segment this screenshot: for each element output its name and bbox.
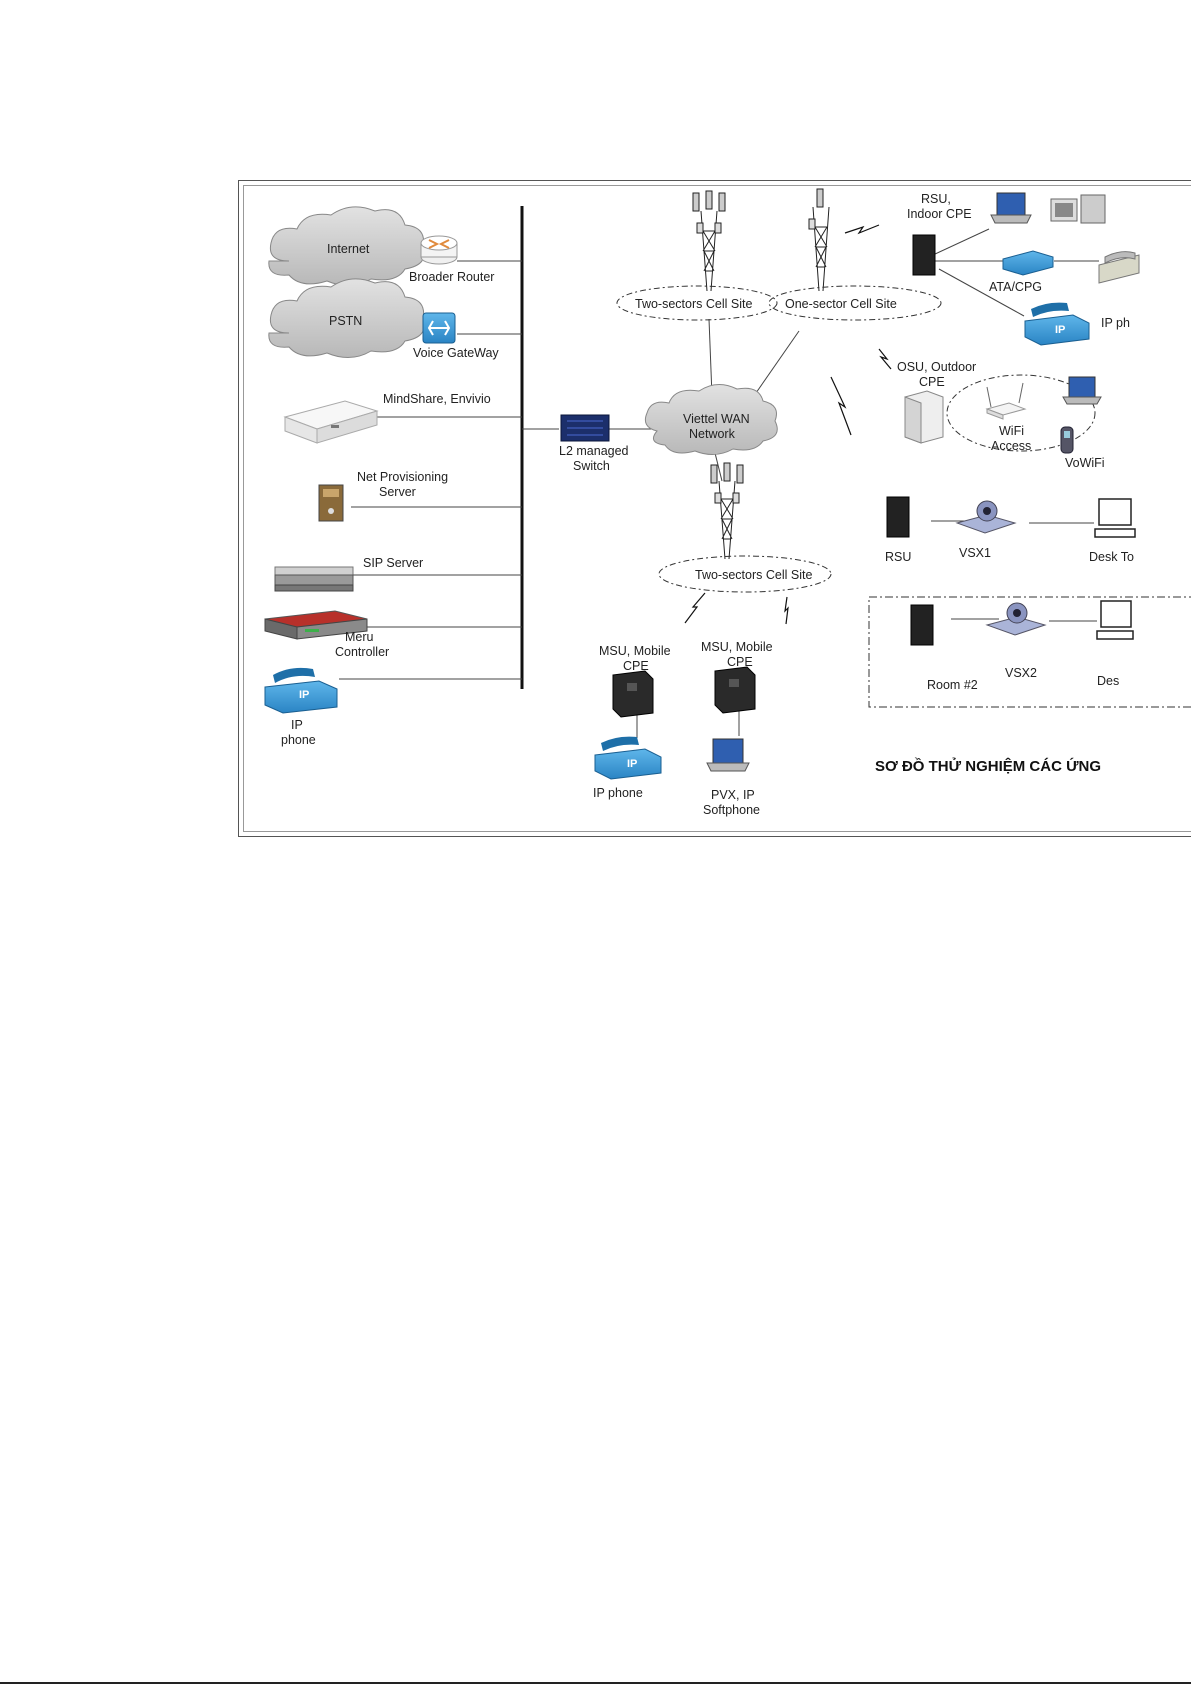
ata-cpg-icon [1002,250,1054,276]
rsu-room2-icon [910,604,934,646]
msu1-device-icon [612,670,654,718]
diagram-inner-border [243,185,1191,832]
desktop-icon-1 [1094,498,1136,538]
msu2-label-1: MSU, Mobile [701,640,773,654]
vsx1-icon [955,500,1017,534]
laptop-icon-top [990,192,1032,224]
network-diagram: Internet PSTN Viettel WAN Network Broade… [264,188,1191,817]
diagram-title: SƠ ĐỒ THỬ NGHIỆM CÁC ỨNG [875,757,1101,775]
msu1-label-1: MSU, Mobile [599,644,671,658]
cell-site-ellipse-one [768,285,942,321]
wan-label-1: Viettel WAN [683,412,750,426]
ip-phone-left-label-1: IP [291,718,303,732]
vsx2-icon [985,602,1047,636]
wifi-label-1: WiFi [999,424,1024,438]
ip-phone-right-label: IP ph [1101,316,1130,330]
vsx2-label: VSX2 [1005,666,1037,680]
internet-label: Internet [327,242,370,256]
pc-icon-top [1050,194,1106,224]
mindshare-device-icon [283,400,379,444]
sip-server-label: SIP Server [363,556,423,570]
tower-icon-two-sectors-top [692,190,726,292]
svg-text:IP: IP [1055,324,1065,336]
tower-icon-one-sector [808,188,830,292]
desk1-label: Desk To [1089,550,1134,564]
l2-switch-icon [560,414,610,442]
wifi-access-point-icon [985,382,1027,420]
desk2-label: Des [1097,674,1119,688]
wireless-links [684,224,892,625]
laptop-icon-wifi [1062,376,1102,405]
pvx-label-2: Softphone [703,803,760,817]
svg-text:IP: IP [299,689,309,701]
analog-phone-icon [1098,251,1140,284]
msu2-label-2: CPE [727,655,753,669]
cell-site-two-bottom-label: Two-sectors Cell Site [695,568,812,582]
rsu-icon [886,496,910,538]
osu-outdoor-cpe-icon [904,390,944,444]
mobile-phone-icon [1060,426,1074,454]
voice-gateway-icon [422,312,456,344]
ip-phone-left-label-2: phone [281,733,316,747]
desktop-icon-2 [1096,600,1134,640]
switch-label-1: L2 managed [559,444,629,458]
msu1-label-2: CPE [623,659,649,673]
provisioning-label-1: Net Provisioning [357,470,448,484]
osu-label-2: CPE [919,375,945,389]
meru-label-1: Meru [345,630,374,644]
switch-label-2: Switch [573,459,610,473]
msu2-device-icon [714,666,756,714]
wan-label-2: Network [689,427,736,441]
router-icon [420,235,458,265]
ip-phone-bottom-label: IP phone [593,786,643,800]
mindshare-label: MindShare, Envivio [383,392,491,406]
room2-boundary [868,596,1191,708]
provisioning-server-icon [318,484,344,522]
svg-text:IP: IP [627,758,637,770]
laptop-icon-pvx [706,738,750,772]
provisioning-label-2: Server [379,485,416,499]
sip-server-icon [274,566,354,592]
meru-label-2: Controller [335,645,389,659]
meru-controller-icon [264,610,368,640]
ata-label: ATA/CPG [989,280,1042,294]
vsx1-label: VSX1 [959,546,991,560]
cell-site-ellipse-two-bottom [658,555,832,593]
cell-site-two-top-label: Two-sectors Cell Site [635,297,752,311]
pvx-label-1: PVX, IP [711,788,755,802]
wan-cloud: Viettel WAN Network [644,384,778,455]
wifi-label-2: Access [991,439,1031,453]
pstn-cloud: PSTN [268,278,425,358]
rsu-label: RSU [885,550,911,564]
room2-label: Room #2 [927,678,978,692]
rsu-indoor-cpe-icon [912,234,936,276]
router-label: Broader Router [409,270,494,284]
rsu-indoor-label-1: RSU, [921,192,951,206]
ip-phone-icon-left: IP [264,667,338,714]
wifi-zone-ellipse [946,374,1096,452]
voice-gateway-label: Voice GateWay [413,346,499,360]
cell-site-ellipse-two-top [616,285,778,321]
rsu-indoor-label-2: Indoor CPE [907,207,972,221]
ip-phone-icon-right: IP [1024,302,1090,346]
cell-site-one-label: One-sector Cell Site [785,297,897,311]
vowifi-label: VoWiFi [1065,456,1105,470]
tower-icon-two-sectors-bottom [710,462,744,560]
pstn-label: PSTN [329,314,362,328]
internet-cloud: Internet [268,206,425,286]
page-bottom-rule [0,1682,1191,1684]
ip-phone-icon-bottom: IP [594,736,662,780]
osu-label-1: OSU, Outdoor [897,360,976,374]
diagram-frame: Internet PSTN Viettel WAN Network Broade… [238,180,1191,837]
